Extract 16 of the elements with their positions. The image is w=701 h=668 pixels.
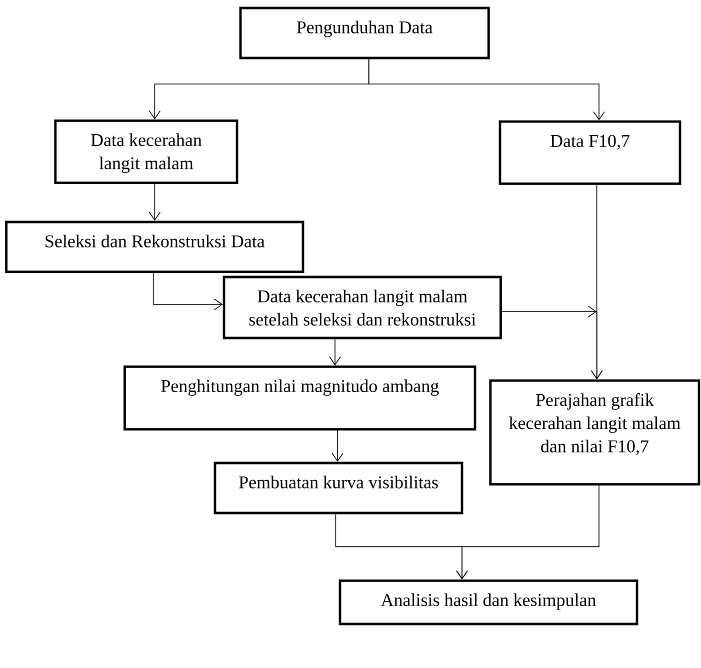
arrow — [148, 184, 161, 221]
arrow — [332, 430, 344, 462]
process-box: Pembuatan kurva visibilitas — [214, 462, 464, 514]
arrow — [329, 338, 341, 366]
arrow — [368, 58, 605, 120]
process-box: Penghitungan nilai magnitudo ambang — [124, 366, 476, 430]
process-box: Data kecerahan langit malam setelah seleksi dan rekonstruksi — [222, 276, 502, 340]
arrow — [152, 272, 223, 310]
arrow — [502, 306, 603, 380]
process-box: Perajahan grafik kecerahan langit malam dan nilai F10,7 — [489, 379, 700, 486]
process-box: Seleksi dan Rekonstruksi Data — [5, 220, 304, 273]
arrow — [456, 485, 600, 580]
process-box: Analisis hasil dan kesimpulan — [338, 580, 638, 626]
process-box: Data F10,7 — [498, 120, 682, 185]
process-box: Pengunduhan Data — [239, 6, 490, 60]
process-box: Data kecerahan langit malam — [54, 120, 238, 184]
